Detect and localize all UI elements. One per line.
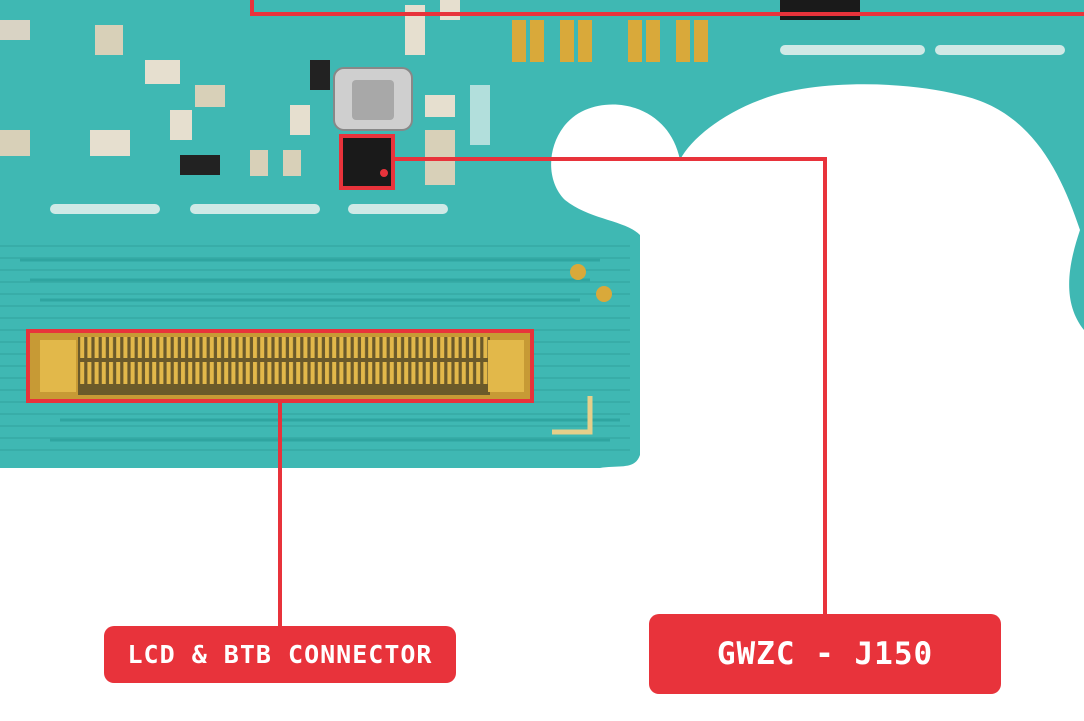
top-right-chip bbox=[780, 0, 860, 20]
gwzc-pin1-dot bbox=[380, 169, 388, 177]
silkscreen-strip bbox=[780, 45, 925, 55]
silkscreen-strip bbox=[348, 204, 448, 214]
inductor-core bbox=[352, 80, 394, 120]
gold-pads-top bbox=[512, 20, 708, 62]
gwzc-chip-highlight bbox=[339, 134, 395, 190]
via-pad bbox=[596, 286, 612, 302]
trace-lines bbox=[20, 258, 620, 442]
silkscreen-strip bbox=[190, 204, 320, 214]
lcd-btb-connector-label: LCD & BTB CONNECTOR bbox=[104, 626, 456, 683]
leader-line-gwzc bbox=[393, 157, 827, 614]
smd-components bbox=[0, 0, 490, 185]
btb-connector-end-right bbox=[488, 340, 524, 392]
silkscreen-strip bbox=[50, 204, 160, 214]
btb-connector-pins bbox=[78, 337, 490, 395]
leader-line-top bbox=[250, 0, 1084, 16]
btb-connector-end-left bbox=[40, 340, 76, 392]
gwzc-chip bbox=[343, 138, 391, 186]
gwzc-j150-label: GWZC - J150 bbox=[649, 614, 1001, 694]
corner-mark bbox=[552, 396, 593, 435]
via-pad bbox=[570, 264, 586, 280]
silkscreen-strip bbox=[935, 45, 1065, 55]
